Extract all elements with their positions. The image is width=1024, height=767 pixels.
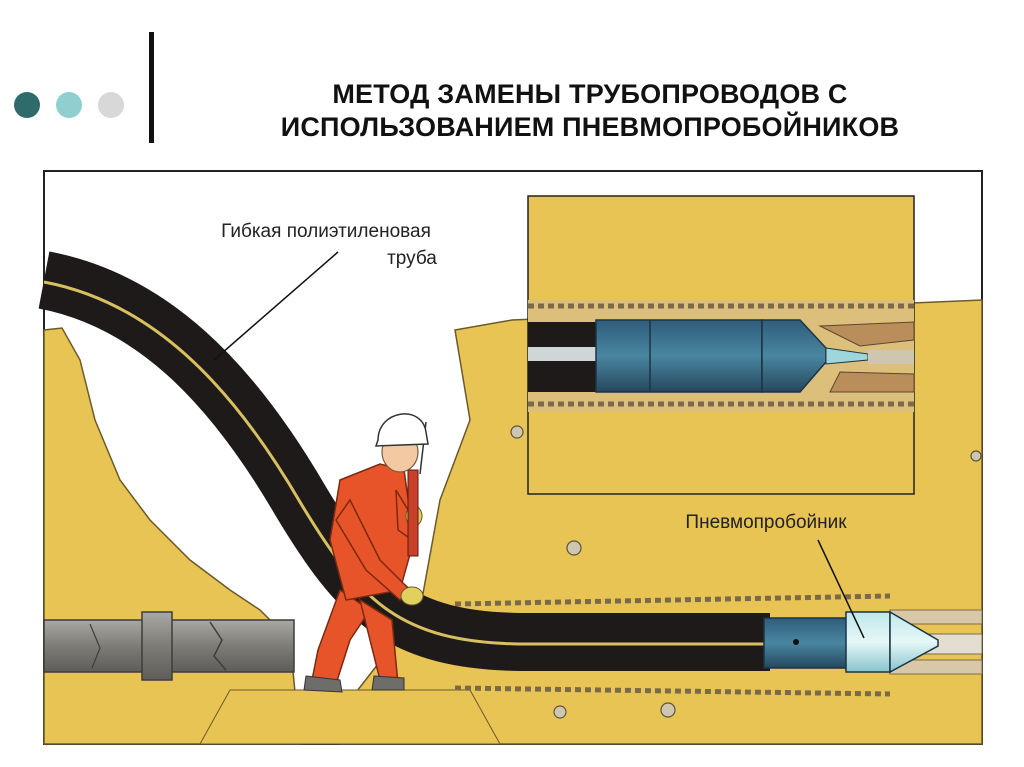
decor-dot-gray [98, 92, 124, 118]
decor-dot-teal [56, 92, 82, 118]
label-pneumatic-tool: Пневмопробойник [685, 512, 847, 533]
tool-leader-line [817, 539, 865, 639]
label-pipe-line1: Гибкая полиэтиленовая [221, 221, 431, 242]
pneumatic-tool [763, 610, 939, 674]
slide-title: МЕТОД ЗАМЕНЫ ТРУБОПРОВОДОВ С ИСПОЛЬЗОВАН… [160, 78, 1020, 144]
pipe-leader-line [213, 251, 339, 361]
slide-title-line2: ИСПОЛЬЗОВАНИЕМ ПНЕВМОПРОБОЙНИКОВ [280, 112, 900, 142]
label-pipe-line2: труба [387, 248, 437, 269]
decor-dot-dark [14, 92, 40, 118]
title-divider [149, 32, 154, 143]
old-pipe [43, 611, 295, 681]
flexible-pe-pipe [38, 251, 770, 671]
decor-dots [14, 92, 124, 118]
slide-title-line1: МЕТОД ЗАМЕНЫ ТРУБОПРОВОДОВ С [332, 79, 848, 109]
trench-floor [199, 689, 501, 745]
worker-figure [303, 413, 429, 693]
inset-tunnel [528, 300, 915, 412]
